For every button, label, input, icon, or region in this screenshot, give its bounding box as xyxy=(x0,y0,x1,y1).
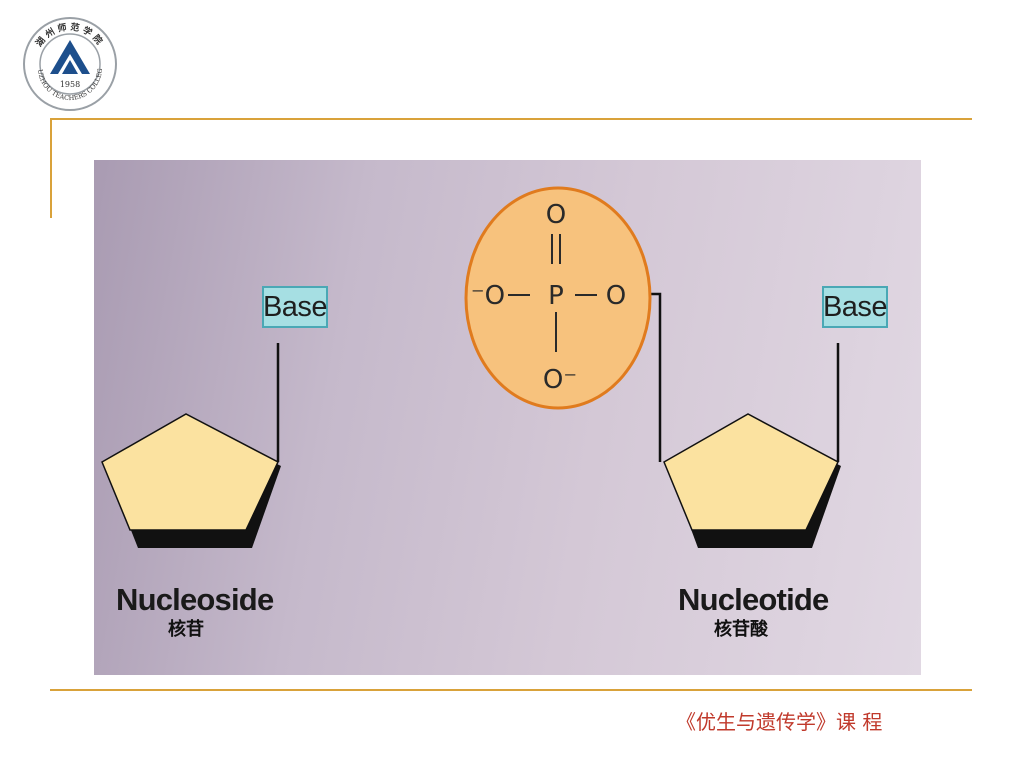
phosphate-circle xyxy=(464,186,652,410)
bottom-divider xyxy=(50,689,972,691)
top-divider xyxy=(50,118,972,120)
nucleoside-label: Nucleoside xyxy=(116,582,274,617)
left-accent-bar xyxy=(50,118,52,218)
nucleotide-cn-label: 核苷酸 xyxy=(714,619,768,640)
phosphate-bottom-oxygen: O⁻ xyxy=(543,365,577,395)
nucleotide-diagram: O ⁻O P O O⁻ Base Base Nucleoside 核苷 Nucl… xyxy=(94,160,921,675)
college-logo: 湖州师范学院 HUZHOU TEACHERS COLLEGE 1958 xyxy=(19,10,118,112)
phosphate-left-oxygen: ⁻O xyxy=(471,281,505,311)
nucleotide-label: Nucleotide xyxy=(678,582,829,617)
left-base-box: Base xyxy=(262,286,328,328)
right-sugar-pentagon xyxy=(663,413,839,531)
course-title: 《优生与遗传学》课 程 xyxy=(676,710,883,734)
left-sugar-pentagon xyxy=(101,413,279,531)
right-base-box: Base xyxy=(822,286,888,328)
phosphate-right-oxygen: O xyxy=(606,281,626,311)
logo-mountain-icon xyxy=(50,40,90,74)
phosphate-p: P xyxy=(548,281,564,311)
phosphate-top-oxygen: O xyxy=(546,200,566,230)
nucleoside-cn-label: 核苷 xyxy=(168,619,204,640)
logo-year: 1958 xyxy=(60,80,80,89)
